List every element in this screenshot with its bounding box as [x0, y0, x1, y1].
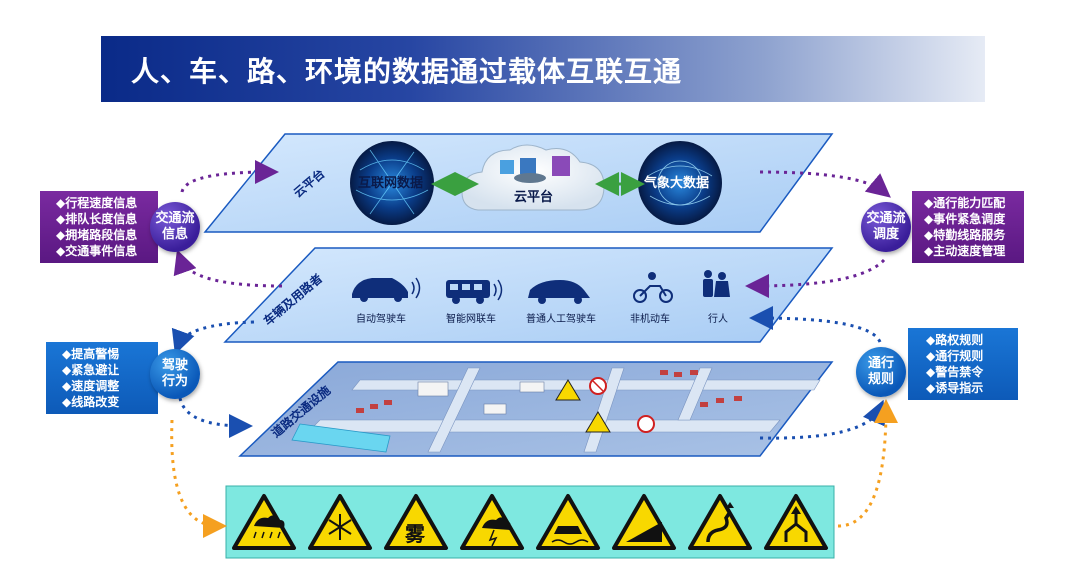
driving-behavior-item: ◆速度调整	[62, 379, 120, 393]
badge-line: 通行	[867, 356, 894, 371]
driving-behavior-item: ◆紧急避让	[62, 363, 120, 377]
internet-data-globe	[350, 141, 434, 225]
traffic-flow-dispatch-item: ◆主动速度管理	[924, 244, 1006, 258]
traffic-flow-dispatch-panel: ◆通行能力匹配 ◆事件紧急调度 ◆特勤线路服务 ◆主动速度管理	[912, 191, 1024, 263]
warning-sign-strip: 雾	[225, 485, 835, 559]
road-facilities-layer: 道路交通设施	[238, 361, 834, 457]
road-prohibition-sign-icon	[589, 377, 655, 433]
title-banner: 人、车、路、环境的数据通过载体互联互通	[101, 36, 985, 102]
non-motor-vehicle-icon	[633, 272, 673, 303]
badge-line: 驾驶	[161, 358, 188, 373]
manual-car-icon	[528, 280, 590, 304]
fog-sign-text: 雾	[405, 522, 426, 546]
badge-line: 行为	[161, 374, 188, 389]
traffic-flow-info-item: ◆交通事件信息	[56, 244, 138, 258]
connection-arrows	[170, 160, 898, 538]
badge-line: 交通流	[866, 211, 906, 226]
traffic-rules-badge: 通行规则	[856, 347, 906, 397]
weather-data-label: 气象大数据	[644, 175, 709, 191]
traffic-rules-item: ◆警告禁令	[926, 365, 984, 379]
weather-data-globe	[638, 141, 722, 225]
driving-behavior-item: ◆线路改变	[62, 395, 120, 409]
vehicles-users-layer: 自动驾驶车 智能网联车 普通人工驾驶车 非机动车 行人 车辆及用路者	[223, 247, 834, 343]
traffic-flow-info-panel: ◆行程速度信息 ◆排队长度信息 ◆拥堵路段信息 ◆交通事件信息	[40, 191, 158, 263]
badge-line: 调度	[872, 227, 899, 242]
driving-behavior-panel: ◆提高警惕 ◆紧急避让 ◆速度调整 ◆线路改变	[46, 342, 158, 414]
autonomous-car-icon	[352, 277, 421, 302]
pedestrian-icon	[703, 270, 730, 297]
pedestrian-label: 行人	[708, 312, 728, 325]
traffic-flow-dispatch-badge: 交通流调度	[861, 202, 911, 252]
traffic-rules-item: ◆诱导指示	[926, 381, 984, 395]
sign-slippery-icon	[536, 494, 600, 550]
autonomous-car-label: 自动驾驶车	[356, 312, 406, 325]
traffic-rules-item: ◆通行规则	[926, 349, 984, 363]
traffic-flow-dispatch-item: ◆通行能力匹配	[924, 196, 1006, 210]
badge-line: 交通流	[155, 211, 195, 226]
page-title: 人、车、路、环境的数据通过载体互联互通	[131, 55, 683, 88]
cloud-platform-label: 云平台	[514, 189, 553, 205]
traffic-rules-panel: ◆路权规则 ◆通行规则 ◆警告禁令 ◆诱导指示	[908, 328, 1018, 400]
sign-thunder-icon	[460, 494, 524, 550]
sign-fog-icon: 雾	[384, 494, 448, 550]
connected-vehicle-label: 智能网联车	[446, 312, 496, 325]
traffic-flow-info-badge: 交通流信息	[150, 202, 200, 252]
badge-line: 规则	[867, 372, 894, 387]
traffic-flow-dispatch-item: ◆特勤线路服务	[924, 228, 1006, 242]
sign-merge-icon	[764, 494, 828, 550]
sign-ice-icon	[308, 494, 372, 550]
traffic-flow-info-item: ◆行程速度信息	[56, 196, 138, 210]
manual-car-label: 普通人工驾驶车	[526, 312, 596, 325]
cloud-platform-layer: 互联网数据 云平台 气象大数据 云平台	[203, 133, 834, 233]
sign-steep-slope-icon	[612, 494, 676, 550]
traffic-flow-info-item: ◆拥堵路段信息	[56, 228, 138, 242]
connected-vehicle-icon	[446, 279, 503, 304]
road-warning-sign-icon	[555, 379, 611, 433]
traffic-flow-info-item: ◆排队长度信息	[56, 212, 138, 226]
badge-line: 信息	[161, 227, 188, 242]
driving-behavior-item: ◆提高警惕	[62, 347, 120, 361]
traffic-flow-dispatch-item: ◆事件紧急调度	[924, 212, 1006, 226]
sign-rain-icon	[232, 494, 296, 550]
internet-data-label: 互联网数据	[358, 175, 423, 191]
sign-winding-road-icon	[688, 494, 752, 550]
traffic-rules-item: ◆路权规则	[926, 333, 984, 347]
driving-behavior-badge: 驾驶行为	[150, 349, 200, 399]
non-motor-vehicle-label: 非机动车	[630, 312, 670, 325]
